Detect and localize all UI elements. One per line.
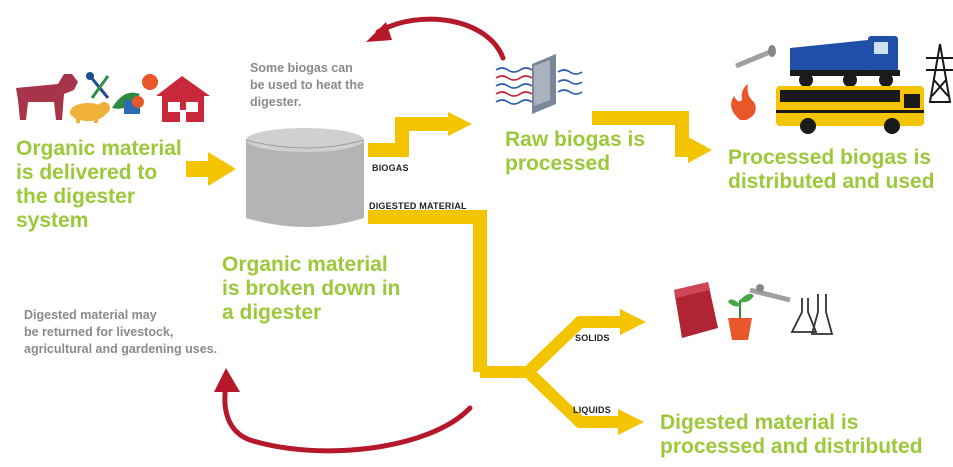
note-returned-line: Digested material may [24, 308, 157, 322]
arrow-delivered-to-digester [186, 152, 236, 186]
note-heat-digester: Some biogas can be used to heat the dige… [250, 60, 364, 111]
label-digested-material: DIGESTED MATERIAL [369, 201, 467, 211]
label-biogas: BIOGAS [372, 163, 409, 173]
arrow-raw-to-processed [592, 111, 712, 163]
step-broken-down-line: Organic material [222, 253, 388, 276]
produce-icon [112, 74, 158, 114]
note-heat-line: be used to heat the [250, 78, 364, 92]
lab-flasks-icon [790, 294, 834, 335]
top-cycle-arrow [366, 16, 506, 61]
school-bus-icon [776, 86, 924, 134]
step-broken-down-line: a digester [222, 301, 322, 324]
power-tower-icon [926, 43, 953, 103]
step-broken-down-line: is broken down in [222, 277, 401, 300]
step-raw-processed-line: Raw biogas is [505, 128, 646, 151]
gas-filter-icon [495, 54, 583, 114]
step-delivered-line: the digester [16, 185, 136, 208]
step-raw-processed-line: processed [505, 152, 611, 175]
bottom-cycle-arrow [214, 368, 473, 454]
label-liquids: LIQUIDS [573, 405, 611, 415]
flame-icon [731, 84, 756, 120]
cow-icon [16, 74, 78, 120]
step-digested-processed-line: processed and distributed [660, 435, 923, 458]
note-returned: Digested material may be returned for li… [24, 307, 217, 358]
arrow-biogas [368, 112, 472, 157]
step-digested-processed: Digested material is processed and distr… [660, 411, 923, 459]
arrow-digested-material [368, 210, 646, 435]
step-delivered: Organic material is delivered to the dig… [16, 137, 182, 233]
step-delivered-line: Organic material [16, 137, 182, 160]
fertilizer-bag-icon [674, 282, 718, 338]
pig-icon [70, 102, 110, 123]
step-distributed-used-line: distributed and used [728, 170, 935, 193]
digester-tank-icon [245, 128, 365, 227]
step-broken-down: Organic material is broken down in a dig… [222, 253, 401, 325]
plant-pot-icon [728, 293, 754, 340]
step-delivered-line: is delivered to [16, 161, 158, 184]
truck-icon [790, 36, 900, 87]
house-icon [156, 76, 210, 122]
step-raw-processed: Raw biogas is processed [505, 128, 645, 176]
step-digested-processed-line: Digested material is [660, 411, 859, 434]
pipeline-icon [735, 45, 776, 69]
step-distributed-used: Processed biogas is distributed and used [728, 146, 935, 194]
note-heat-line: Some biogas can [250, 61, 353, 75]
label-solids: SOLIDS [575, 333, 610, 343]
pipe-valve-icon [749, 284, 791, 303]
step-delivered-line: system [16, 209, 89, 232]
note-returned-line: agricultural and gardening uses. [24, 342, 218, 356]
tools-icon [86, 72, 110, 99]
note-heat-line: digester. [250, 95, 302, 109]
note-returned-line: be returned for livestock, [24, 325, 174, 339]
step-distributed-used-line: Processed biogas is [728, 146, 932, 169]
